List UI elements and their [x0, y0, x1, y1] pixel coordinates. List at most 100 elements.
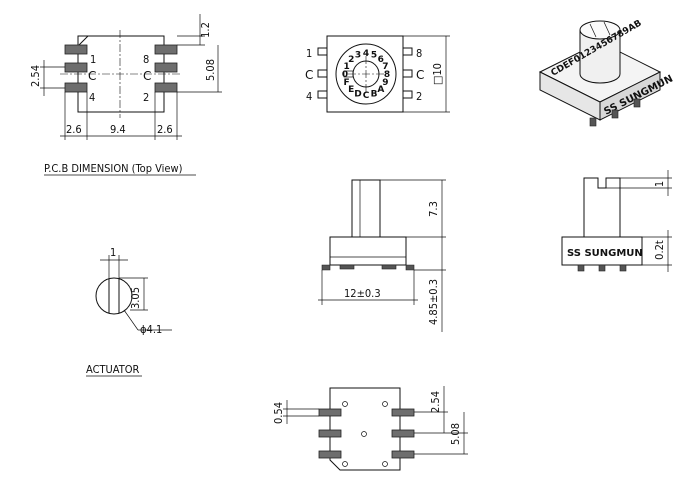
pcb-label-c-left: C: [88, 69, 96, 83]
pcb-top-view: 1 8 C C 4 2 1.2 5.08 2.54 2.6 9.4 2.6 P.…: [29, 14, 222, 176]
pcb-caption: P.C.B DIMENSION (Top View): [44, 162, 183, 175]
side-pin-right: [405, 264, 415, 271]
front-label-1: 1: [306, 47, 312, 60]
bottom-view: 0.54 2.54 5.08: [272, 386, 468, 471]
pcb-pad-left-mid: [64, 62, 88, 73]
pcb-label-4: 4: [89, 91, 95, 104]
front-dim-size: □10: [431, 63, 444, 85]
bottom-pad-right-1: [391, 408, 415, 417]
side-pin-left: [321, 264, 331, 271]
end-view: SS SUNGMUN 1 0.2t: [561, 170, 672, 272]
dial-label-6: 6: [378, 55, 384, 65]
pcb-pad-right-mid: [154, 62, 178, 73]
bottom-hole-center: [361, 431, 367, 437]
side-dim-7-3: 7.3: [427, 201, 440, 217]
actuator-leader: [123, 309, 139, 331]
dial-label-B: B: [371, 89, 378, 99]
side-view: 7.3 4.85±0.3 12±0.3: [318, 179, 446, 332]
actuator-dim-3-05: 3.05: [129, 287, 142, 309]
actuator-circle: [95, 277, 133, 315]
iso-right-face: [599, 71, 661, 121]
front-label-4: 4: [306, 90, 312, 103]
bottom-dim-5-08: 5.08: [449, 423, 462, 445]
dial-label-E: E: [348, 85, 354, 95]
front-pin-8: [402, 47, 413, 56]
side-foot-2: [381, 264, 397, 270]
front-pin-c-left: [317, 69, 328, 78]
dial-label-8: 8: [384, 70, 390, 80]
dial-label-D: D: [354, 89, 361, 99]
actuator-dim-1: 1: [110, 246, 116, 259]
end-pin-3: [619, 264, 627, 272]
dial-label-9: 9: [382, 78, 388, 88]
dial-label-3: 3: [355, 51, 361, 61]
side-dim-4-85: 4.85±0.3: [427, 279, 440, 325]
end-brand-text: SUNGMUN: [584, 248, 642, 259]
actuator-caption: ACTUATOR: [86, 363, 140, 376]
bottom-hole-2: [382, 401, 388, 407]
end-shaft: [583, 177, 621, 238]
end-dim-0-2t: 0.2t: [653, 240, 666, 260]
pcb-pad-left-top: [64, 44, 88, 55]
bottom-pad-right-2: [391, 429, 415, 438]
end-brand: SS SUNGMUN: [567, 248, 643, 259]
pcb-dim-9-4: 9.4: [110, 123, 126, 136]
end-pin-1: [577, 264, 585, 272]
bottom-pad-left-3: [318, 450, 342, 459]
actuator-dim-dia: ϕ4.1: [140, 323, 162, 336]
front-label-2: 2: [416, 90, 422, 103]
pcb-body-chamfer: [77, 35, 89, 47]
pcb-pad-right-bot: [154, 82, 178, 93]
bottom-pad-right-3: [391, 450, 415, 459]
isometric-view: CDEF0123456789AB SS SUNGMUN: [538, 18, 675, 127]
pcb-pad-left-bot: [64, 82, 88, 93]
dial-pointer: [343, 70, 354, 78]
iso-shaft-slot: [589, 21, 611, 38]
dial-outer-ring: [335, 43, 397, 105]
iso-pin-3: [633, 98, 641, 108]
dial-label-1: 1: [343, 62, 349, 72]
bottom-hole-1: [342, 401, 348, 407]
bottom-body: [329, 387, 401, 471]
dial-label-0: 0: [342, 70, 348, 80]
end-dim-1: 1: [653, 181, 666, 187]
dial-label-4: 4: [363, 49, 369, 59]
dial-label-2: 2: [348, 55, 354, 65]
bottom-hole-3: [342, 461, 348, 467]
end-logo: SS: [567, 248, 581, 259]
pcb-dim-2-6-left: 2.6: [66, 123, 82, 136]
pcb-dim-2-6-right: 2.6: [157, 123, 173, 136]
pcb-dim-2-54: 2.54: [29, 65, 42, 87]
bottom-pad-left-2: [318, 429, 342, 438]
side-body: [329, 236, 407, 266]
dial-label-F: F: [344, 78, 350, 88]
bottom-dim-2-54: 2.54: [429, 391, 442, 413]
pcb-dim-1-2: 1.2: [199, 22, 212, 38]
dial-label-5: 5: [371, 51, 377, 61]
front-label-c-right: C: [416, 68, 424, 82]
front-label-8: 8: [416, 47, 422, 60]
front-pin-1: [317, 47, 328, 56]
iso-pin-1: [589, 117, 597, 127]
front-label-c-left: C: [305, 68, 313, 82]
iso-shaft: [579, 30, 621, 84]
dial-label-A: A: [377, 85, 384, 95]
pcb-dim-5-08: 5.08: [204, 59, 217, 81]
pcb-label-1: 1: [90, 53, 96, 66]
side-foot-1: [339, 264, 355, 270]
bottom-pad-left-1: [318, 408, 342, 417]
side-dim-12: 12±0.3: [344, 287, 381, 300]
front-pin-2: [402, 90, 413, 99]
front-pin-4: [317, 90, 328, 99]
pcb-label-2: 2: [143, 91, 149, 104]
front-pin-c-right: [402, 69, 413, 78]
bottom-hole-4: [382, 461, 388, 467]
bottom-dim-0-54: 0.54: [272, 402, 285, 424]
side-shaft: [351, 179, 381, 238]
dial-label-7: 7: [382, 62, 388, 72]
actuator-view: 1 3.05 ϕ4.1 ACTUATOR: [86, 246, 172, 377]
